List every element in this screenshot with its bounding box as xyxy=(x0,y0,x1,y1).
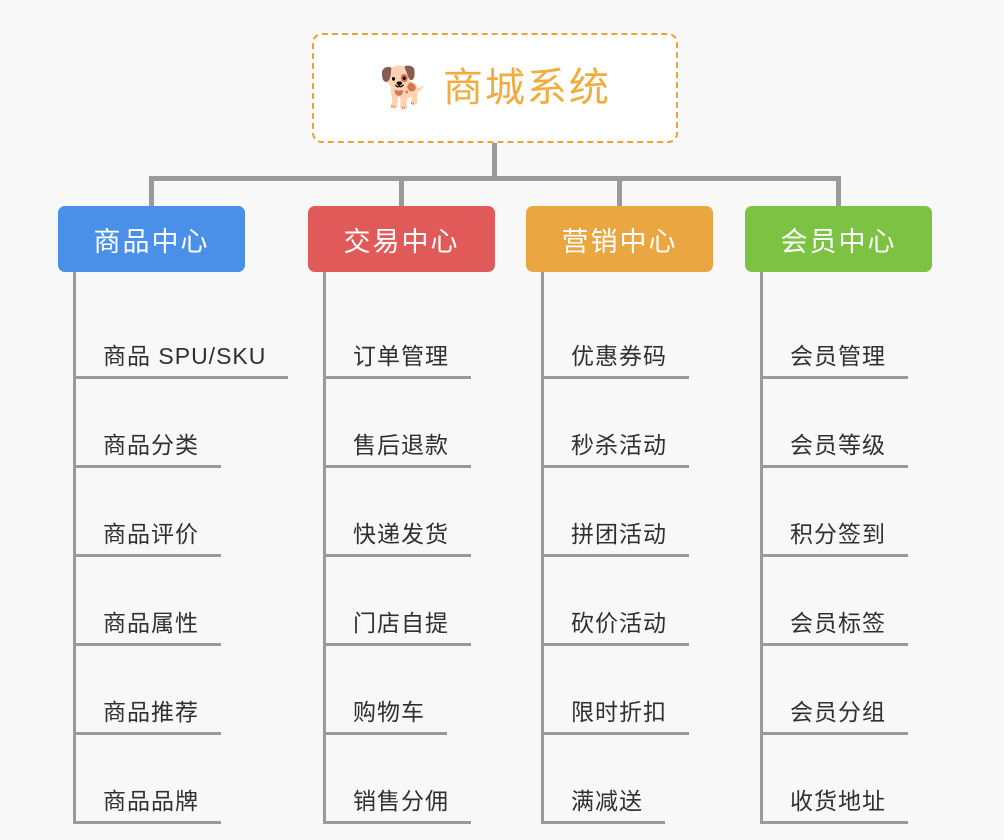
leaf-item[interactable]: 会员标签 xyxy=(760,557,932,646)
leaf-label: 商品评价 xyxy=(103,520,199,547)
connector-drop-3 xyxy=(617,176,622,208)
branch-header-product[interactable]: 商品中心 xyxy=(58,206,245,272)
leaf-item[interactable]: 限时折扣 xyxy=(541,646,713,735)
leaf-item[interactable]: 会员管理 xyxy=(760,290,932,379)
root-title: 商城系统 xyxy=(442,66,611,110)
branch-column-marketing: 营销中心 优惠券码 秒杀活动 拼团活动 砍价活动 限时折扣 满减送 xyxy=(526,206,713,824)
leaf-item[interactable]: 销售分佣 xyxy=(323,735,495,824)
leaf-label: 收货地址 xyxy=(790,787,886,814)
leaf-item[interactable]: 会员等级 xyxy=(760,379,932,468)
leaf-label: 订单管理 xyxy=(353,342,449,369)
leaf-item[interactable]: 满减送 xyxy=(541,735,713,824)
leaf-item[interactable]: 秒杀活动 xyxy=(541,379,713,468)
leaf-item[interactable]: 商品品牌 xyxy=(73,735,288,824)
leaf-item[interactable]: 售后退款 xyxy=(323,379,495,468)
leaf-label: 满减送 xyxy=(571,787,643,814)
leaf-label: 会员分组 xyxy=(790,698,886,725)
connector-drop-4 xyxy=(836,176,841,208)
leaf-label: 会员标签 xyxy=(790,609,886,636)
branch-column-product: 商品中心 商品 SPU/SKU 商品分类 商品评价 商品属性 商品推荐 商品品牌 xyxy=(58,206,289,824)
leaf-label: 售后退款 xyxy=(353,431,449,458)
leaf-label: 购物车 xyxy=(353,698,425,725)
leaf-label: 优惠券码 xyxy=(571,342,667,369)
branch-header-member[interactable]: 会员中心 xyxy=(745,206,932,272)
leaf-item[interactable]: 积分签到 xyxy=(760,468,932,557)
leaf-item[interactable]: 快递发货 xyxy=(323,468,495,557)
leaf-label: 积分签到 xyxy=(790,520,886,547)
leaf-item[interactable]: 商品 SPU/SKU xyxy=(73,290,289,379)
connector-drop-1 xyxy=(149,176,154,208)
leaf-label: 商品属性 xyxy=(103,609,199,636)
leaf-item[interactable]: 商品分类 xyxy=(73,379,288,468)
spine-product xyxy=(73,272,76,824)
connector-root-stem xyxy=(492,143,497,179)
branch-column-member: 会员中心 会员管理 会员等级 积分签到 会员标签 会员分组 收货地址 xyxy=(745,206,932,824)
leaf-label: 商品 SPU/SKU xyxy=(103,342,267,369)
leaf-item[interactable]: 商品属性 xyxy=(73,557,288,646)
root-node[interactable]: 🐕 商城系统 xyxy=(312,33,678,143)
leaf-label: 拼团活动 xyxy=(571,520,667,547)
branch-header-marketing[interactable]: 营销中心 xyxy=(526,206,713,272)
leaf-label: 商品品牌 xyxy=(103,787,199,814)
connector-drop-2 xyxy=(399,176,404,208)
leaf-item[interactable]: 拼团活动 xyxy=(541,468,713,557)
leaf-item[interactable]: 会员分组 xyxy=(760,646,932,735)
connector-horizontal-bus xyxy=(149,176,840,181)
leaf-label: 商品推荐 xyxy=(103,698,199,725)
leaf-label: 门店自提 xyxy=(353,609,449,636)
leaf-item[interactable]: 商品推荐 xyxy=(73,646,288,735)
leaf-item[interactable]: 商品评价 xyxy=(73,468,288,557)
leaf-list-marketing: 优惠券码 秒杀活动 拼团活动 砍价活动 限时折扣 满减送 xyxy=(526,272,713,824)
shiba-dog-emoji-icon: 🐕 xyxy=(379,66,429,110)
leaf-label: 秒杀活动 xyxy=(571,431,667,458)
leaf-item[interactable]: 收货地址 xyxy=(760,735,932,824)
leaf-list-member: 会员管理 会员等级 积分签到 会员标签 会员分组 收货地址 xyxy=(745,272,932,824)
leaf-list-product: 商品 SPU/SKU 商品分类 商品评价 商品属性 商品推荐 商品品牌 xyxy=(58,272,289,824)
leaf-label: 会员等级 xyxy=(790,431,886,458)
leaf-item[interactable]: 砍价活动 xyxy=(541,557,713,646)
spine-member xyxy=(760,272,763,824)
leaf-label: 砍价活动 xyxy=(571,609,667,636)
spine-transaction xyxy=(323,272,326,824)
leaf-item[interactable]: 订单管理 xyxy=(323,290,495,379)
leaf-label: 会员管理 xyxy=(790,342,886,369)
branch-column-transaction: 交易中心 订单管理 售后退款 快递发货 门店自提 购物车 销售分佣 xyxy=(308,206,495,824)
spine-marketing xyxy=(541,272,544,824)
leaf-item[interactable]: 购物车 xyxy=(323,646,495,735)
leaf-item[interactable]: 优惠券码 xyxy=(541,290,713,379)
leaf-label: 限时折扣 xyxy=(571,698,667,725)
leaf-item[interactable]: 门店自提 xyxy=(323,557,495,646)
leaf-list-transaction: 订单管理 售后退款 快递发货 门店自提 购物车 销售分佣 xyxy=(308,272,495,824)
branch-header-transaction[interactable]: 交易中心 xyxy=(308,206,495,272)
leaf-label: 快递发货 xyxy=(353,520,449,547)
leaf-label: 商品分类 xyxy=(103,431,199,458)
leaf-label: 销售分佣 xyxy=(353,787,449,814)
